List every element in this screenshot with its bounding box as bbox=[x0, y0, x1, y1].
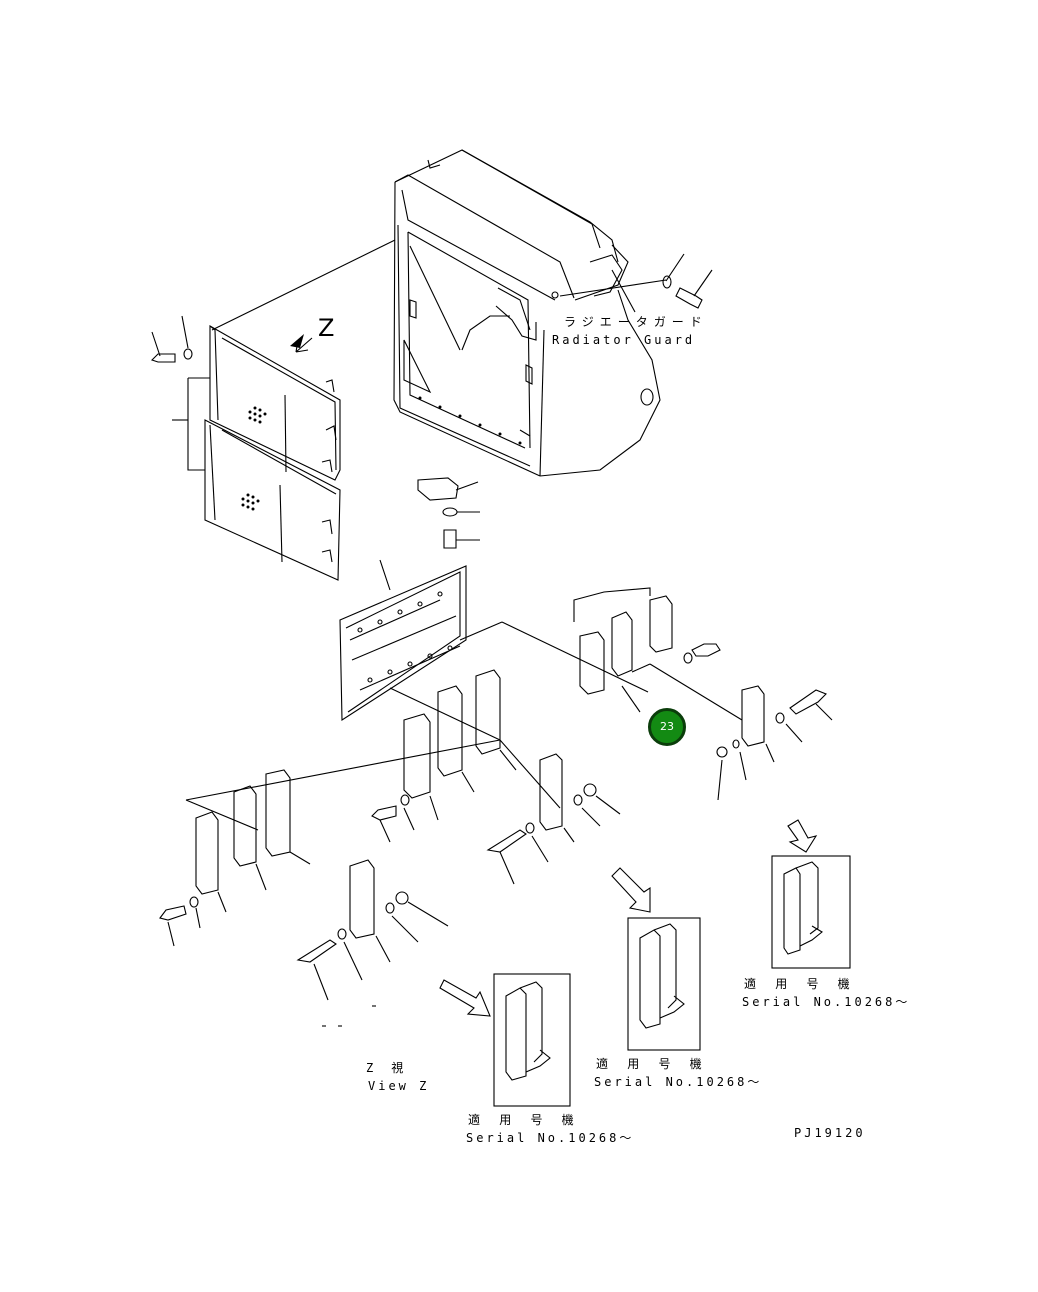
pad-group-lower-left bbox=[159, 769, 449, 1001]
pad-group-upper-right bbox=[573, 587, 833, 801]
serial-note-left-en: Serial No.10268〜 bbox=[466, 1131, 635, 1145]
radiator-guard-label-jp: ラジエータガード bbox=[564, 315, 708, 329]
view-z-arrow bbox=[290, 334, 313, 353]
side-cover-panel bbox=[172, 325, 341, 581]
radiator-guard-label-en: Radiator Guard bbox=[552, 333, 696, 347]
serial-detail-box-middle bbox=[611, 867, 701, 1051]
radiator-guard-housing bbox=[393, 149, 661, 477]
bolt-upper-left bbox=[150, 315, 193, 363]
mount-bracket bbox=[417, 477, 480, 549]
serial-note-middle-jp: 適 用 号 機 bbox=[596, 1057, 708, 1071]
serial-note-left-jp: 適 用 号 機 bbox=[468, 1113, 580, 1127]
pad-group-center bbox=[371, 669, 621, 885]
lower-frame-plate bbox=[339, 559, 467, 721]
serial-detail-box-left bbox=[439, 973, 571, 1107]
serial-note-middle-en: Serial No.10268〜 bbox=[594, 1075, 763, 1089]
serial-detail-box-right bbox=[771, 819, 851, 969]
serial-note-right-jp: 適 用 号 機 bbox=[744, 977, 856, 991]
bolt-upper-right bbox=[559, 253, 713, 309]
callout-23[interactable]: 23 bbox=[648, 708, 686, 746]
serial-note-right-en: Serial No.10268〜 bbox=[742, 995, 911, 1009]
drawing-code: PJ19120 bbox=[794, 1126, 866, 1140]
view-z-marker: Z bbox=[318, 314, 335, 342]
view-z-label-en: View Z bbox=[368, 1079, 430, 1093]
view-z-label-jp: Z 視 bbox=[366, 1061, 407, 1075]
